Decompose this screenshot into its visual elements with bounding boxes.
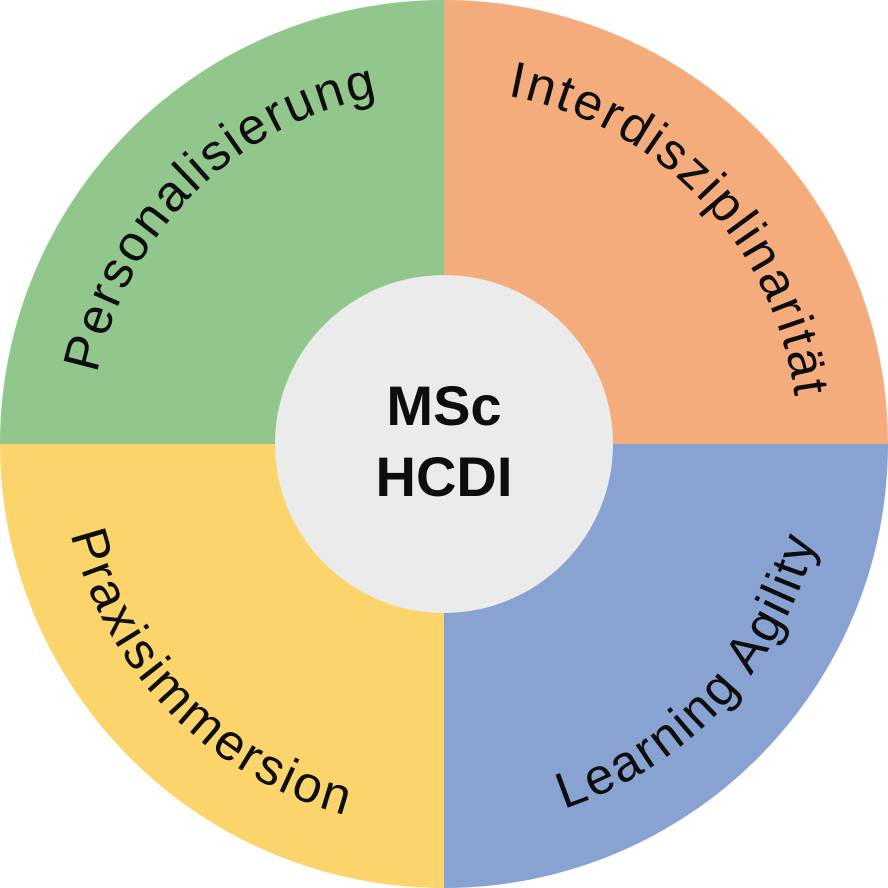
center-title-line2: HCDI — [376, 445, 513, 508]
center-title-line1: MSc — [386, 374, 501, 437]
center-circle — [275, 275, 613, 613]
